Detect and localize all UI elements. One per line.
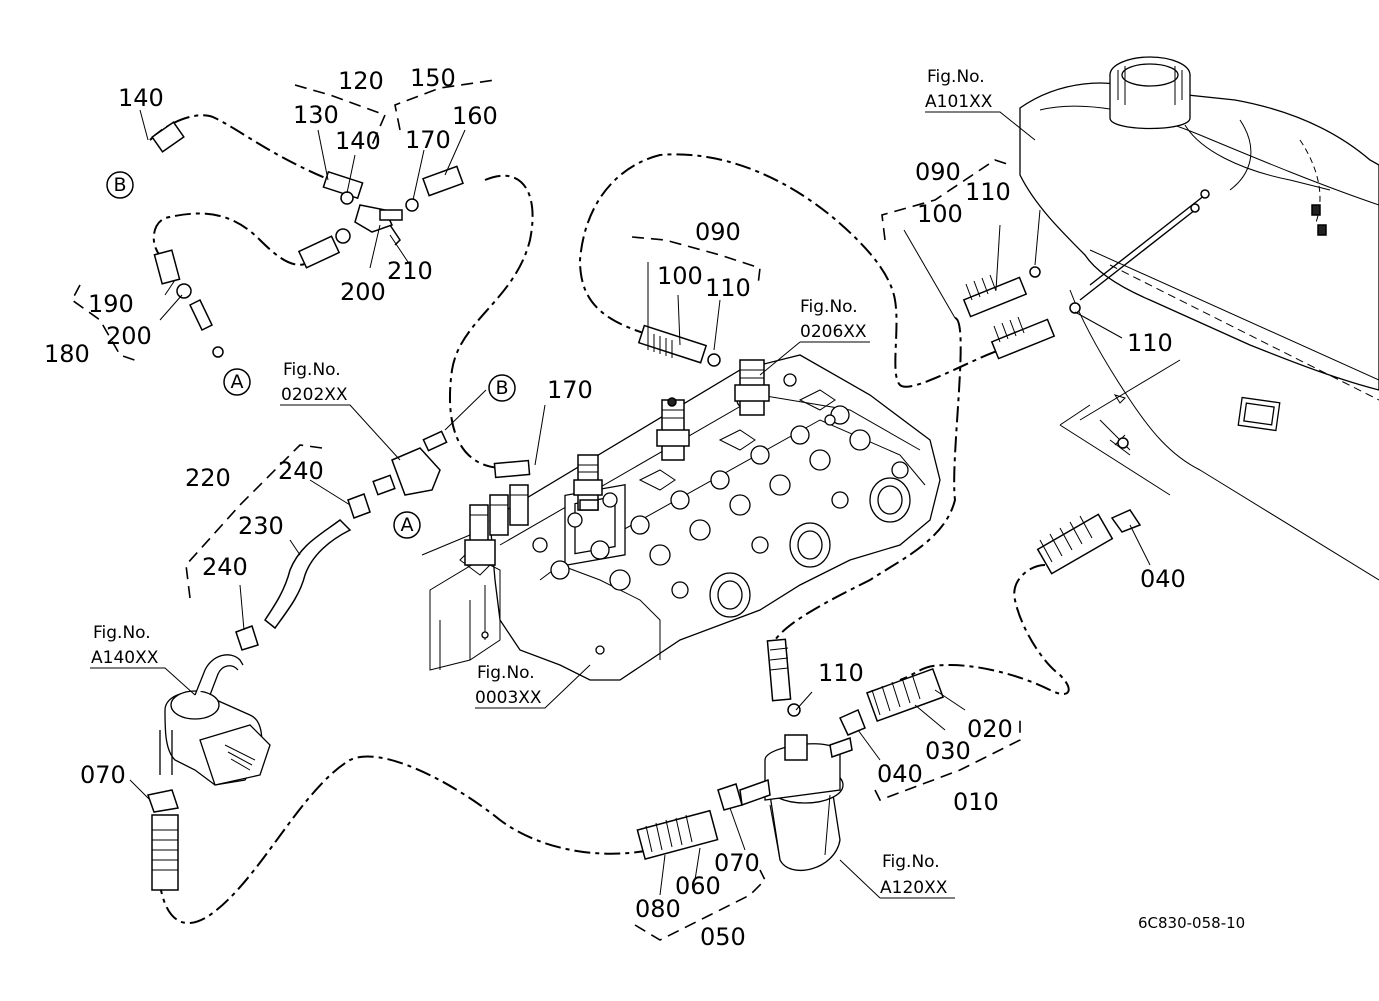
leader-lines xyxy=(90,109,1151,899)
part-label-110: 110 xyxy=(1127,329,1173,357)
part-label-150: 150 xyxy=(410,64,456,92)
fig-ref-0003-caption: Fig.No. xyxy=(477,663,535,683)
part-label-140: 140 xyxy=(335,127,381,155)
part-label-180: 180 xyxy=(44,340,90,368)
part-label-100: 100 xyxy=(917,200,963,228)
part-label-240: 240 xyxy=(202,553,248,581)
part-label-220: 220 xyxy=(185,464,231,492)
marker-a-left-label: A xyxy=(231,371,244,393)
part-label-160: 160 xyxy=(452,102,498,130)
part-label-040: 040 xyxy=(1140,565,1186,593)
nozzle-2 xyxy=(656,397,690,461)
marker-a-left: A xyxy=(223,368,251,396)
part-label-040: 040 xyxy=(877,760,923,788)
part-label-070: 070 xyxy=(714,849,760,877)
fuel-feed-pump xyxy=(159,654,271,786)
part-label-200: 200 xyxy=(106,322,152,350)
cylinder-head xyxy=(429,354,941,681)
fig-ref-0202-caption: Fig.No. xyxy=(283,360,341,380)
part-label-140: 140 xyxy=(118,84,164,112)
pump-outlets xyxy=(464,484,529,566)
part-label-090: 090 xyxy=(915,158,961,186)
fig-ref-0206: 0206XX xyxy=(800,322,867,342)
part-label-110: 110 xyxy=(705,274,751,302)
part-label-080: 080 xyxy=(635,895,681,923)
fuel-filter xyxy=(739,734,853,871)
figure-references: Fig.No. A101XX Fig.No. 0206XX Fig.No. 02… xyxy=(91,67,993,898)
part-label-030: 030 xyxy=(925,737,971,765)
part-label-100: 100 xyxy=(657,262,703,290)
part-label-070: 070 xyxy=(80,761,126,789)
part-label-120: 120 xyxy=(338,67,384,95)
part-label-170: 170 xyxy=(405,126,451,154)
marker-b-center-label: B xyxy=(495,377,508,399)
part-label-010: 010 xyxy=(953,788,999,816)
fig-ref-0206-caption: Fig.No. xyxy=(800,297,858,317)
part-label-130: 130 xyxy=(293,101,339,129)
part-label-230: 230 xyxy=(238,512,284,540)
part-label-050: 050 xyxy=(700,923,746,951)
fig-ref-a140: A140XX xyxy=(91,648,159,668)
nozzle-1 xyxy=(573,454,603,511)
fig-ref-a120: A120XX xyxy=(880,878,948,898)
fuel-tank xyxy=(1019,56,1379,581)
marker-b-center: B xyxy=(488,374,516,402)
part-label-110: 110 xyxy=(818,659,864,687)
part-label-210: 210 xyxy=(387,257,433,285)
drawing-number: 6C830-058-10 xyxy=(1138,914,1245,932)
part-label-020: 020 xyxy=(967,715,1013,743)
injection-nozzles xyxy=(464,359,770,566)
part-label-170: 170 xyxy=(547,376,593,404)
part-label-190: 190 xyxy=(88,290,134,318)
nozzle-3 xyxy=(734,359,770,416)
part-labels: 140 120 150 130 140 170 160 210 200 190 … xyxy=(44,64,1186,951)
assembly-brackets xyxy=(70,79,1021,941)
part-label-200: 200 xyxy=(340,278,386,306)
part-label-060: 060 xyxy=(675,872,721,900)
fig-ref-0202: 0202XX xyxy=(281,385,348,405)
marker-a-center-label: A xyxy=(401,514,414,536)
fig-ref-a101: A101XX xyxy=(925,92,993,112)
hose-parts xyxy=(147,121,1142,891)
marker-b-top-label: B xyxy=(113,174,126,196)
fig-ref-a101-caption: Fig.No. xyxy=(927,67,985,87)
fig-ref-a140-caption: Fig.No. xyxy=(93,623,151,643)
part-label-240: 240 xyxy=(278,457,324,485)
fuel-hoses xyxy=(149,114,1070,925)
fig-ref-a120-caption: Fig.No. xyxy=(882,852,940,872)
fig-ref-0003: 0003XX xyxy=(475,688,542,708)
part-label-090: 090 xyxy=(695,218,741,246)
marker-a-center: A xyxy=(393,511,421,539)
marker-b-top: B xyxy=(106,171,134,199)
part-label-110: 110 xyxy=(965,178,1011,206)
